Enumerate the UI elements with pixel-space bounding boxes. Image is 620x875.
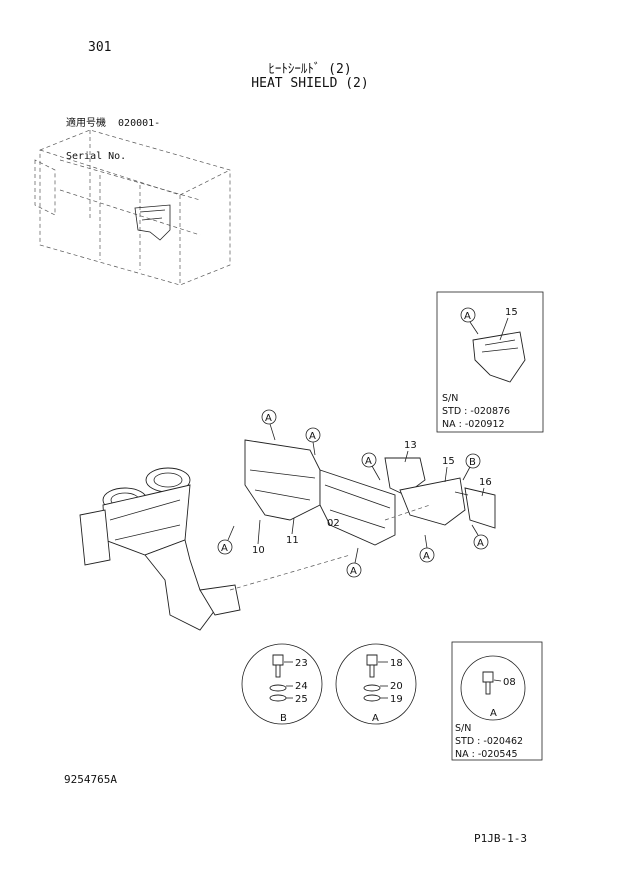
ref-b-label: B: [469, 457, 476, 468]
detail-a: 18 20 19 A: [335, 643, 417, 725]
part-02-label: 02: [327, 518, 340, 529]
serial-line-2: Serial No.: [66, 151, 127, 162]
ref-a-label: A: [464, 311, 471, 322]
part-24-label: 24: [295, 681, 308, 692]
ref-a-label: A: [350, 566, 357, 577]
document-number: 9254765A: [64, 773, 117, 786]
serial-line-1: 適用号機 020001-: [66, 118, 161, 129]
ref-a-label: A: [477, 538, 484, 549]
inset-box-bottom: 08 A S/N STD : -020462 NA : -020545: [451, 641, 543, 761]
detail-b-label: B: [280, 713, 287, 724]
ref-a-label: A: [309, 431, 316, 442]
part-15-label: 15: [442, 456, 455, 467]
serial-range: 適用号機 020001- Serial No.: [66, 96, 160, 173]
turbo-exhaust-pipe: [79, 467, 241, 631]
ref-a-label: A: [423, 551, 430, 562]
main-callouts: A A A A A A B A 13 15 16 10 11 02: [217, 409, 492, 578]
std-label-bottom: STD : -020462: [455, 736, 523, 747]
na-label-top: NA : -020912: [442, 419, 505, 430]
std-label-top: STD : -020876: [442, 406, 510, 417]
heat-shield-assembly: [244, 439, 496, 546]
part-20-label: 20: [390, 681, 403, 692]
part-08-label: 08: [503, 677, 516, 688]
part-25-label: 25: [295, 694, 308, 705]
sn-label-top: S/N: [442, 393, 458, 404]
part-18-label: 18: [390, 658, 403, 669]
detail-a-label-inset: A: [490, 708, 497, 719]
part-10-label: 10: [252, 545, 265, 556]
ref-a-label: A: [365, 456, 372, 467]
detail-b: 23 24 25 B: [241, 643, 323, 725]
inset-box-top: A 15 S/N STD : -020876 NA : -020912: [436, 291, 544, 433]
part-19-label: 19: [390, 694, 403, 705]
ref-a-label: A: [265, 413, 272, 424]
na-label-bottom: NA : -020545: [455, 749, 518, 760]
part-16-label: 16: [479, 477, 492, 488]
page-reference: P1JB-1-3: [474, 832, 527, 845]
part-23-label: 23: [295, 658, 308, 669]
page-number: 301: [88, 40, 112, 55]
title-japanese: ﾋｰﾄｼｰﾙﾄﾞ (2): [268, 62, 352, 77]
sn-label-bottom: S/N: [455, 723, 471, 734]
detail-a-label: A: [372, 713, 379, 724]
machine-overview-sketch: [34, 129, 231, 286]
ref-a-label: A: [221, 543, 228, 554]
part-15-label: 15: [505, 307, 518, 318]
page-title: HEAT SHIELD (2): [251, 76, 369, 91]
part-13-label: 13: [404, 440, 417, 451]
part-11-label: 11: [286, 535, 299, 546]
